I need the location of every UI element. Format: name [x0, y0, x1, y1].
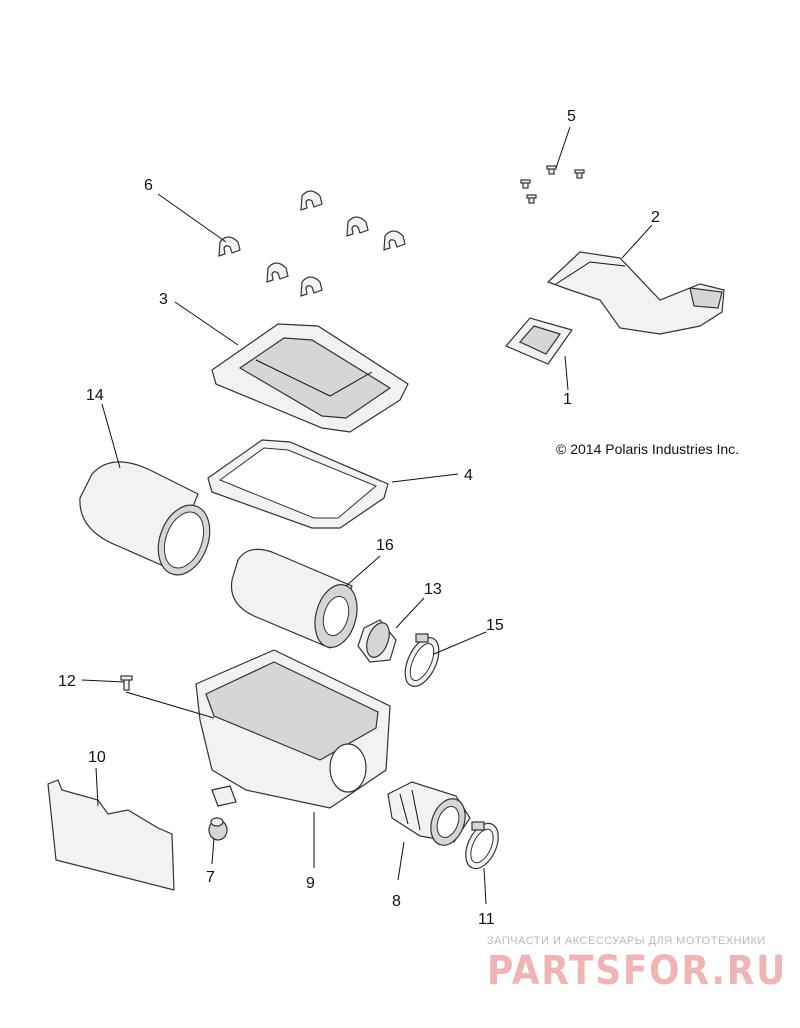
callout-9: 9 — [306, 875, 315, 892]
callouts: 1 2 3 4 5 6 7 8 9 10 11 12 13 14 15 16 — [58, 108, 660, 928]
callout-3: 3 — [159, 291, 168, 308]
part-8-outlet-boot — [387, 781, 471, 846]
part-3-airbox-lid — [211, 323, 409, 433]
part-11-clamp — [465, 821, 499, 870]
copyright-text: © 2014 Polaris Industries Inc. — [556, 441, 739, 457]
callout-15: 15 — [486, 617, 504, 634]
callout-4: 4 — [464, 467, 473, 484]
callout-1: 1 — [563, 391, 572, 408]
part-7-grommet — [208, 817, 228, 841]
watermark-tagline: ЗАПЧАСТИ И АКСЕССУАРЫ ДЛЯ МОТОТЕХНИКИ — [487, 935, 766, 947]
callout-2: 2 — [651, 209, 660, 226]
callout-10: 10 — [88, 749, 106, 766]
callout-14: 14 — [86, 387, 104, 404]
watermark: ЗАПЧАСТИ И АКСЕССУАРЫ ДЛЯ МОТОТЕХНИКИ PA… — [487, 935, 787, 994]
callout-5: 5 — [567, 108, 576, 125]
part-6-clips — [218, 190, 406, 297]
callout-12: 12 — [58, 673, 76, 690]
part-16-filter — [230, 548, 358, 649]
part-5-screws — [520, 165, 585, 204]
part-4-seal-ring — [207, 439, 389, 529]
callout-13: 13 — [424, 581, 442, 598]
part-9-airbox-base — [195, 649, 391, 809]
callout-7: 7 — [206, 869, 215, 886]
part-12-pin — [120, 675, 133, 691]
part-1-gasket — [505, 317, 573, 365]
callout-8: 8 — [392, 893, 401, 910]
part-2-intake-duct — [546, 251, 725, 335]
leader-lines — [81, 126, 653, 905]
callout-11: 11 — [478, 911, 495, 928]
part-10-panel — [47, 779, 175, 891]
callout-6: 6 — [144, 177, 153, 194]
part-14-prefilter — [79, 461, 211, 576]
callout-16: 16 — [376, 537, 394, 554]
part-15-clamp — [404, 633, 440, 687]
part-13-coupler — [357, 619, 397, 663]
watermark-brand: PARTSFOR.RU — [487, 948, 787, 994]
